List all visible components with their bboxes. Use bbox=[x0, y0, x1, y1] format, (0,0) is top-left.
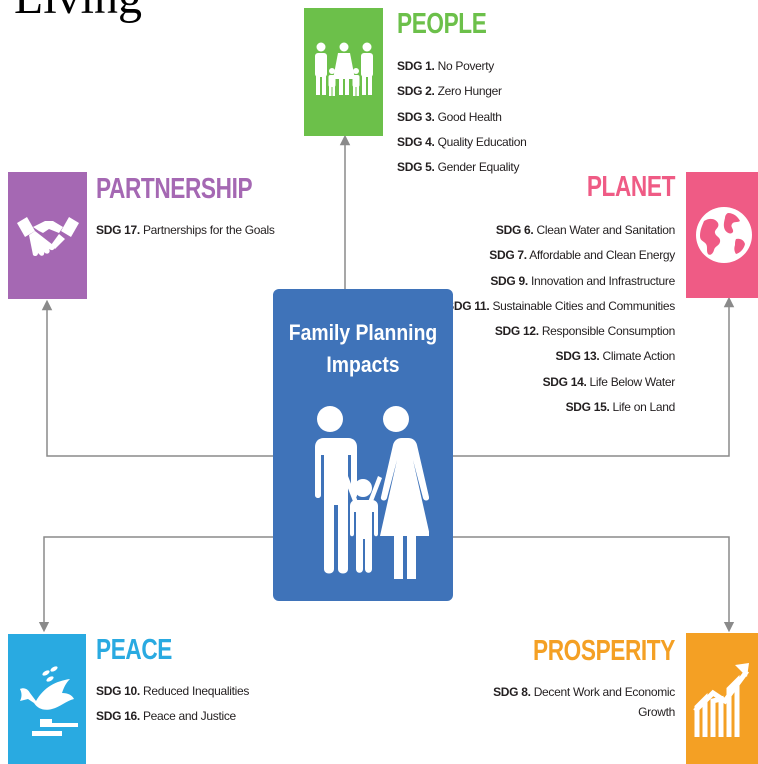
prosperity-icon-box bbox=[686, 633, 758, 764]
peace-icon-box bbox=[8, 634, 86, 764]
list-item: SDG 12. Responsible Consumption bbox=[494, 324, 675, 339]
planet-sdg-list: SDG 6. Clean Water and Sanitation SDG 7.… bbox=[446, 218, 675, 420]
list-item: SDG 11. Sustainable Cities and Communiti… bbox=[446, 298, 675, 313]
list-item: SDG 7. Affordable and Clean Energy bbox=[489, 248, 675, 263]
list-item: SDG 3. Good Health bbox=[397, 109, 502, 124]
partnership-icon-box bbox=[8, 172, 87, 299]
arrow-to-prosperity bbox=[453, 536, 735, 633]
dove-gavel-icon bbox=[20, 666, 78, 736]
list-item: SDG 10. Reduced Inequalities bbox=[96, 684, 250, 698]
page-title: Living bbox=[14, 0, 142, 22]
list-item: SDG 17. Partnerships for the Goals bbox=[96, 223, 275, 237]
planet-icon-box bbox=[686, 172, 758, 298]
people-heading: PEOPLE bbox=[397, 8, 487, 40]
list-item: SDG 5. Gender Equality bbox=[397, 160, 520, 175]
people-icon-box bbox=[304, 8, 383, 136]
growth-chart-icon bbox=[693, 662, 750, 737]
people-sdg-list: SDG 1. No Poverty SDG 2. Zero Hunger SDG… bbox=[397, 54, 527, 180]
parents-child-icon bbox=[312, 406, 429, 579]
prosperity-sdg-text: SDG 8. Decent Work and Economic Growth bbox=[493, 685, 675, 719]
center-title: Family Planning Impacts bbox=[288, 320, 438, 377]
peace-sdg-list: SDG 10. Reduced Inequalities SDG 16. Pea… bbox=[96, 679, 249, 730]
list-item: SDG 1. No Poverty bbox=[397, 59, 494, 73]
globe-icon bbox=[696, 207, 752, 263]
family-icon bbox=[314, 42, 373, 96]
list-item: SDG 4. Quality Education bbox=[397, 134, 527, 149]
list-item: SDG 2. Zero Hunger bbox=[397, 84, 502, 99]
handshake-icon bbox=[16, 216, 79, 256]
list-item: SDG 15. Life on Land bbox=[565, 400, 676, 415]
list-item: SDG 16. Peace and Justice bbox=[96, 709, 236, 724]
prosperity-heading: PROSPERITY bbox=[533, 635, 675, 667]
partnership-heading: PARTNERSHIP bbox=[96, 173, 253, 205]
peace-heading: PEACE bbox=[96, 634, 172, 666]
list-item: SDG 13. Climate Action bbox=[555, 349, 676, 364]
list-item: SDG 14. Life Below Water bbox=[542, 374, 676, 389]
planet-heading: PLANET bbox=[586, 171, 676, 203]
arrow-to-partnership bbox=[41, 299, 273, 457]
list-item: SDG 9. Innovation and Infrastructure bbox=[490, 273, 675, 288]
family-planning-box: Family Planning Impacts bbox=[273, 289, 453, 601]
partnership-sdg-list: SDG 17. Partnerships for the Goals bbox=[96, 218, 275, 243]
arrow-to-peace bbox=[38, 536, 273, 633]
arrow-to-planet bbox=[453, 296, 735, 457]
list-item: SDG 6. Clean Water and Sanitation bbox=[495, 223, 675, 237]
